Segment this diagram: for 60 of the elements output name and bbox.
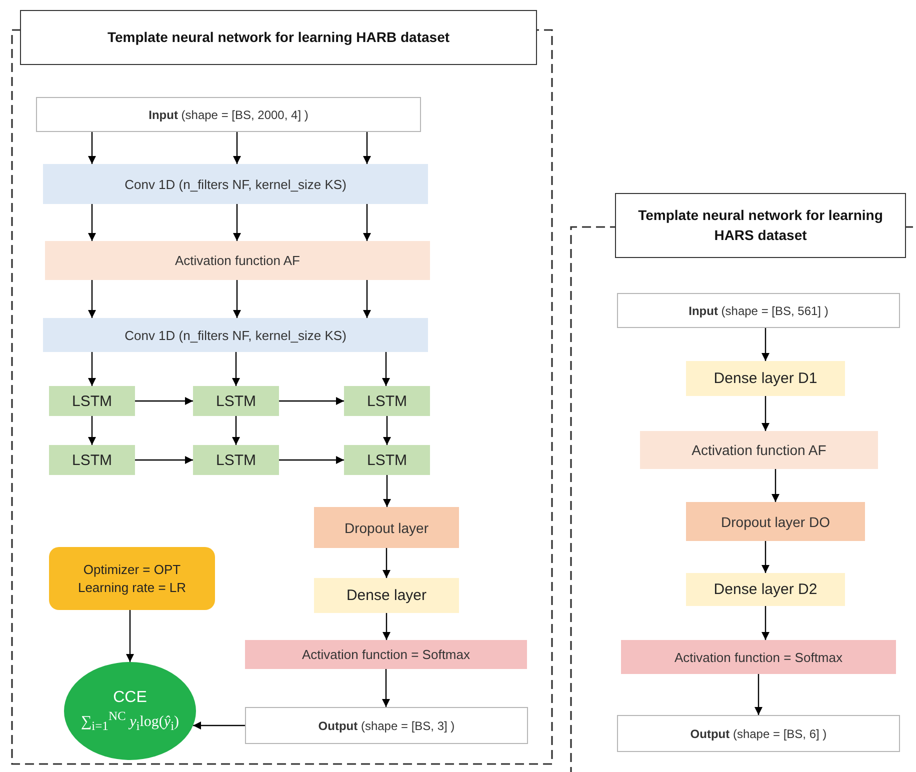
arrow [382, 548, 390, 578]
activation-layer-box: Activation function AF [45, 241, 430, 280]
arrow [762, 396, 770, 431]
arrow [88, 352, 96, 386]
softmax-layer-box: Activation function = Softmax [621, 640, 896, 674]
activation-layer-box: Activation function AF [640, 431, 878, 469]
arrow [382, 352, 390, 386]
input-output-box: Input (shape = [BS, 561] ) [617, 293, 900, 328]
lstm-box: LSTM [344, 445, 430, 475]
arrow [754, 674, 762, 715]
setting-text: Learning rate = LR [78, 578, 186, 596]
arrow [233, 280, 241, 318]
arrow [233, 132, 241, 164]
arrow [88, 416, 96, 445]
arrow [135, 456, 193, 464]
network-panel [12, 8, 554, 768]
arrow [363, 204, 371, 241]
setting-text: Optimizer = OPT [83, 560, 181, 578]
optimizer-box [49, 547, 215, 610]
arrow [135, 397, 193, 405]
arrow [762, 541, 770, 573]
arrow [279, 456, 344, 464]
panel-title: Template neural network for learning HARS dataset [615, 193, 906, 258]
arrow [762, 606, 770, 640]
arrow [193, 722, 245, 730]
arrow [772, 469, 780, 502]
arrow [279, 397, 344, 405]
arrow [762, 328, 770, 361]
input-output-box: Input (shape = [BS, 2000, 4] ) [36, 97, 421, 132]
input-output-box: Output (shape = [BS, 3] ) [245, 707, 528, 744]
arrow [383, 416, 391, 445]
dropout-layer-box: Dropout layer [314, 507, 459, 548]
dense-layer-box: Dense layer [314, 578, 459, 613]
arrow [232, 416, 240, 445]
panel-title: Template neural network for learning HARB dataset [20, 10, 537, 65]
loss-name: CCE [113, 688, 147, 708]
arrow [382, 669, 390, 707]
loss-formula: ∑$_{i=1}$$^{NC}$ y$_{i}$log(ŷ$_{i}$) [80, 708, 180, 736]
arrow [88, 280, 96, 318]
arrow [126, 610, 134, 662]
arrow [363, 280, 371, 318]
arrow [88, 132, 96, 164]
conv-layer-box: Conv 1D (n_filters NF, kernel_size KS) [43, 164, 428, 204]
input-output-box: Output (shape = [BS, 6] ) [617, 715, 900, 752]
dense-layer-box: Dense layer D1 [686, 361, 845, 396]
arrow [232, 352, 240, 386]
softmax-layer-box: Activation function = Softmax [245, 640, 527, 669]
arrow [233, 204, 241, 241]
lstm-box: LSTM [344, 386, 430, 416]
arrow [382, 613, 390, 640]
arrow [383, 475, 391, 507]
lstm-box: LSTM [49, 386, 135, 416]
conv-layer-box: Conv 1D (n_filters NF, kernel_size KS) [43, 318, 428, 352]
arrow [88, 204, 96, 241]
lstm-box: LSTM [193, 445, 279, 475]
arrow [363, 132, 371, 164]
lstm-box: LSTM [49, 445, 135, 475]
dense-layer-box: Dense layer D2 [686, 573, 845, 606]
lstm-box: LSTM [193, 386, 279, 416]
dropout-layer-box: Dropout layer DO [686, 502, 865, 541]
